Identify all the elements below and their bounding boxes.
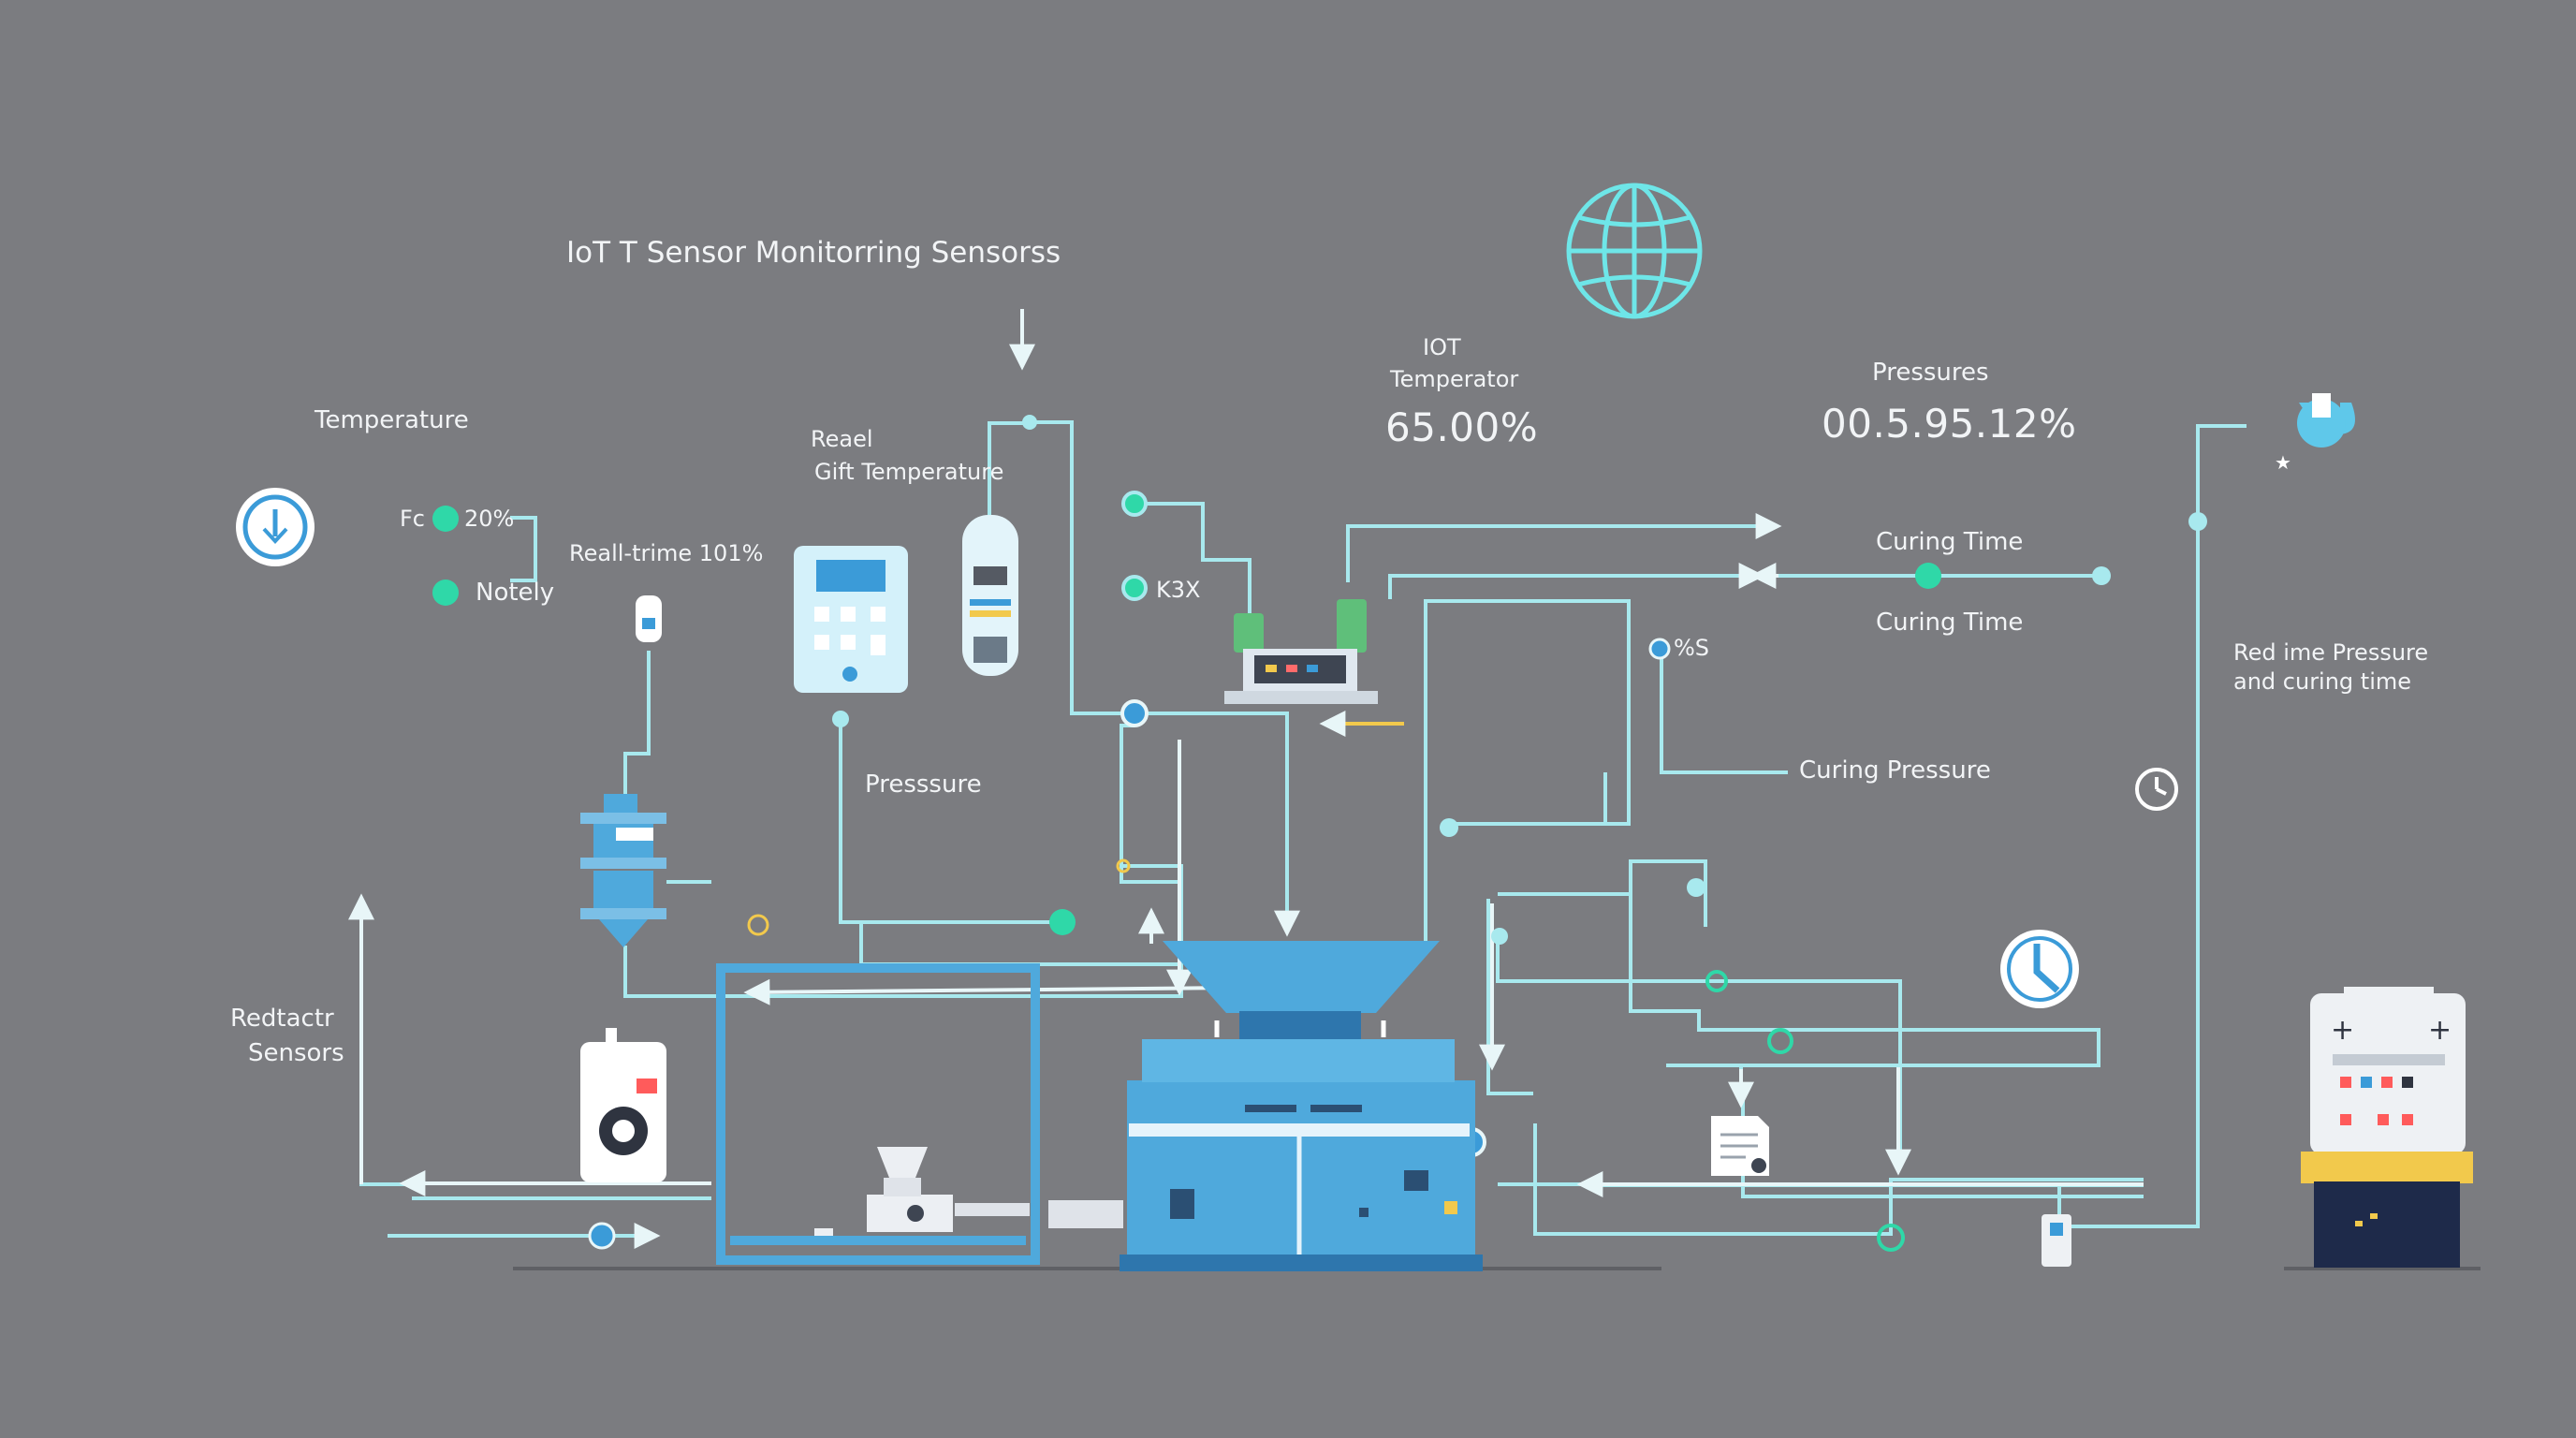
label-fc: Fc	[400, 506, 425, 532]
control-panel-icon	[794, 546, 908, 693]
label-temperature: Temperature	[315, 406, 469, 434]
label-curing-pressure: Curing Pressure	[1799, 756, 1991, 785]
clock-icon	[2000, 930, 2079, 1008]
router-icon	[1224, 599, 1378, 704]
diagram-title: IoT T Sensor Monitorring Sensorss	[566, 236, 1061, 270]
label-pressures: Pressures	[1872, 359, 1989, 387]
globe-icon	[1566, 183, 1703, 319]
hopper-icon	[814, 1147, 1123, 1236]
curing-machine-icon	[1120, 941, 1483, 1271]
small-device-icon	[2042, 1214, 2071, 1267]
document-icon	[1711, 1116, 1769, 1176]
label-reael: Reael	[811, 426, 873, 452]
camera-sensor-icon	[580, 1028, 666, 1182]
label-red-ime-pressure-2: and curing time	[2233, 668, 2412, 695]
svg-text:+: +	[2331, 1014, 2354, 1047]
label-percent-s: %S	[1674, 635, 1710, 661]
frame-structure	[716, 963, 1040, 1265]
control-cabinet-icon: + +	[2301, 987, 2473, 1268]
svg-text:★: ★	[2275, 451, 2291, 474]
sensor-probe-icon	[636, 595, 662, 642]
valve-icon	[580, 794, 711, 947]
label-temperator: Temperator	[1390, 366, 1519, 392]
label-fc-value: 20%	[464, 506, 515, 532]
label-redtactr-2: Sensors	[248, 1039, 344, 1067]
magnet-icon: ★	[2275, 393, 2355, 474]
label-realtime: Reall-trime 101%	[569, 540, 764, 566]
label-iot: IOT	[1423, 334, 1461, 360]
label-gift-temperature: Gift Temperature	[814, 459, 1004, 485]
value-temperator: 65.00%	[1385, 404, 1539, 450]
svg-text:+: +	[2428, 1014, 2452, 1047]
connector-lines	[348, 309, 2481, 1270]
thermometer-dial-icon	[236, 488, 315, 566]
label-curing-time-2: Curing Time	[1876, 609, 2024, 637]
label-notely: Notely	[476, 579, 555, 607]
value-pressures: 00.5.95.12%	[1822, 401, 2077, 447]
label-k3x: K3X	[1156, 577, 1201, 603]
label-red-ime-pressure-1: Red ime Pressure	[2233, 639, 2429, 666]
tank-sensor-icon	[962, 515, 1018, 676]
label-redtactr-1: Redtactr	[230, 1005, 334, 1033]
stopwatch-icon	[2135, 768, 2178, 811]
label-curing-time-1: Curing Time	[1876, 528, 2024, 556]
label-pressure: Presssure	[865, 770, 982, 799]
